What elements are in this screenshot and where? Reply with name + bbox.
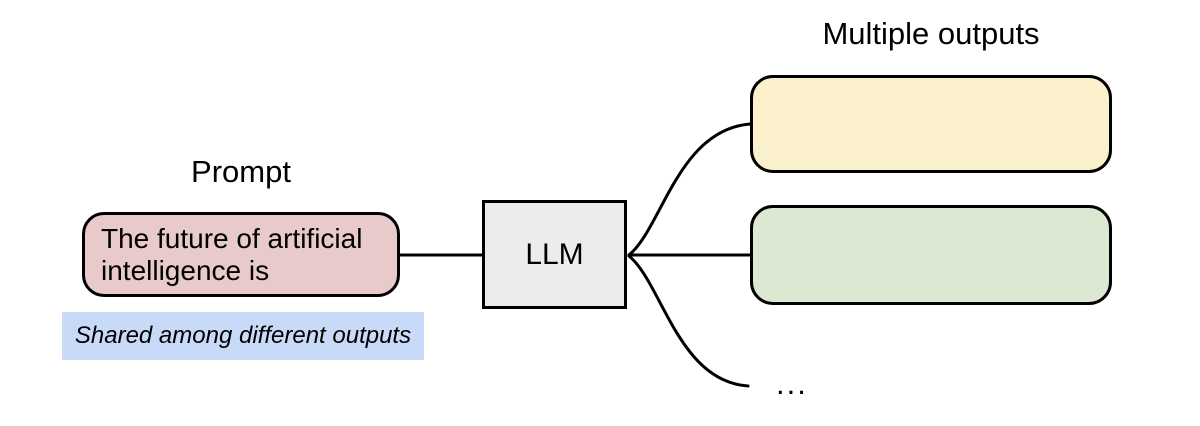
shared-note: Shared among different outputs xyxy=(62,312,424,360)
shared-note-text: Shared among different outputs xyxy=(74,322,412,349)
prompt-box-text: The future of artificial intelligence is xyxy=(101,222,363,286)
output-box-2 xyxy=(750,205,1112,305)
llm-to-output1-connector xyxy=(627,122,752,257)
llm-to-more-connector xyxy=(627,254,750,388)
output-box-1 xyxy=(750,75,1112,173)
prompt-box: The future of artificial intelligence is xyxy=(82,212,400,297)
prompt-title: Prompt xyxy=(191,154,291,189)
more-outputs-ellipsis: ... xyxy=(776,366,808,401)
outputs-title: Multiple outputs xyxy=(822,16,1040,51)
llm-box: LLM xyxy=(482,200,627,309)
llm-label: LLM xyxy=(525,237,584,271)
